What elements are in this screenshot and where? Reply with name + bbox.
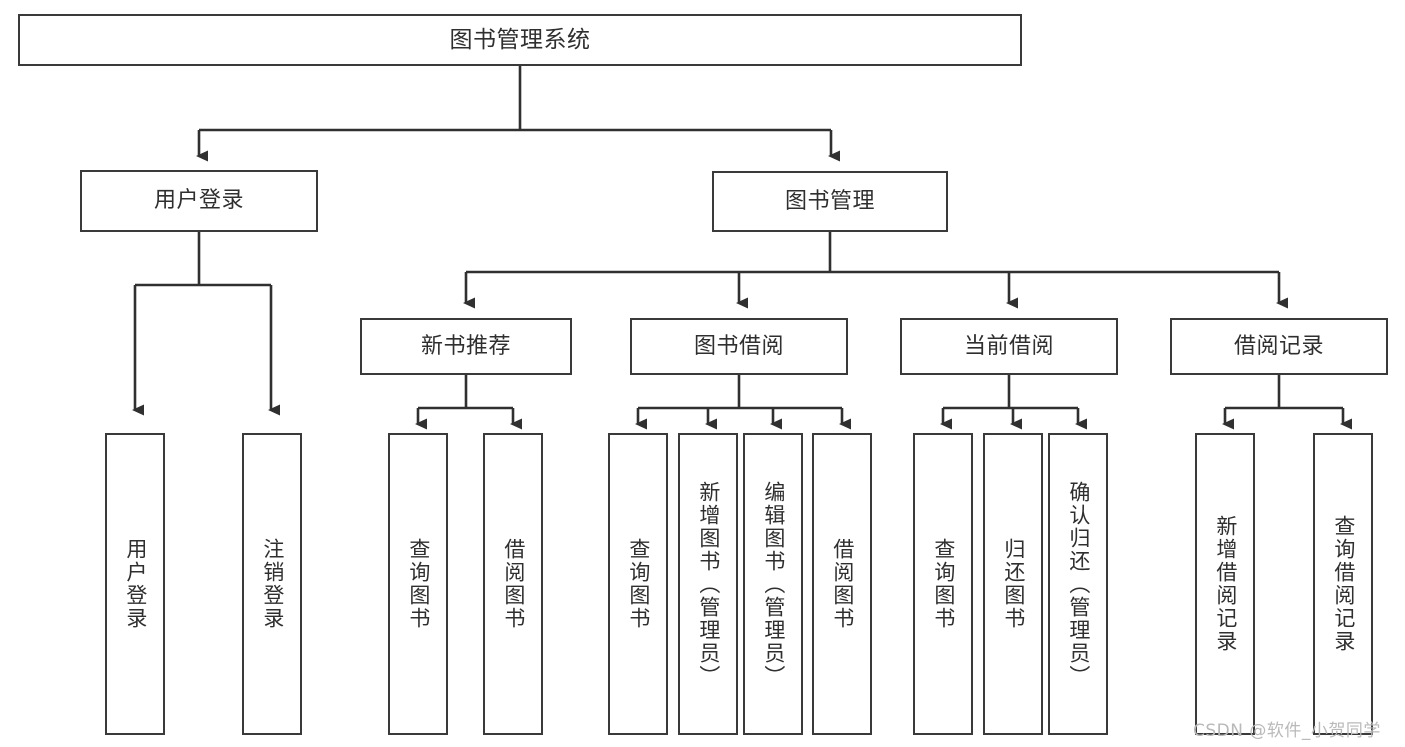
node-label: 查询借阅记录 [1331,515,1356,653]
leaf-edit-book[interactable]: 编辑图书（管理员） [743,433,803,735]
node-new-book-recommend[interactable]: 新书推荐 [360,318,572,375]
node-label: 用户登录 [123,538,148,630]
node-label: 图书借阅 [693,333,784,359]
leaf-logout[interactable]: 注销登录 [242,433,302,735]
node-label: 确认归还（管理员） [1066,480,1091,688]
leaf-confirm-return[interactable]: 确认归还（管理员） [1048,433,1108,735]
leaf-user-login[interactable]: 用户登录 [105,433,165,735]
node-borrow-record[interactable]: 借阅记录 [1170,318,1388,375]
node-label: 新增借阅记录 [1213,515,1238,653]
leaf-query-borrow-record[interactable]: 查询借阅记录 [1313,433,1373,735]
node-label: 查询图书 [931,538,956,630]
leaf-query-book-borrow[interactable]: 查询图书 [608,433,668,735]
node-label: 新增图书（管理员） [696,480,721,688]
leaf-query-book-recommend[interactable]: 查询图书 [388,433,448,735]
node-label: 借阅图书 [501,538,526,630]
node-book-borrow[interactable]: 图书借阅 [630,318,848,375]
node-current-borrow[interactable]: 当前借阅 [900,318,1118,375]
node-label: 编辑图书（管理员） [761,480,786,688]
leaf-borrow-book-recommend[interactable]: 借阅图书 [483,433,543,735]
leaf-add-book[interactable]: 新增图书（管理员） [678,433,738,735]
node-label: 图书管理系统 [449,26,591,53]
node-user-login[interactable]: 用户登录 [80,170,318,232]
node-label: 查询图书 [626,538,651,630]
node-label: 归还图书 [1001,538,1026,630]
leaf-query-book-current[interactable]: 查询图书 [913,433,973,735]
node-label: 借阅图书 [830,538,855,630]
node-label: 借阅记录 [1233,333,1324,359]
node-label: 新书推荐 [420,333,511,359]
leaf-return-book[interactable]: 归还图书 [983,433,1043,735]
node-label: 查询图书 [406,538,431,630]
node-label: 注销登录 [260,538,285,630]
node-label: 图书管理 [784,188,875,214]
leaf-borrow-book[interactable]: 借阅图书 [812,433,872,735]
node-label: 用户登录 [153,188,244,214]
node-book-management[interactable]: 图书管理 [712,171,948,232]
node-label: 当前借阅 [963,333,1054,359]
node-root-system[interactable]: 图书管理系统 [18,14,1022,66]
csdn-watermark: CSDN @软件_小贺同学 [1193,721,1381,741]
leaf-add-borrow-record[interactable]: 新增借阅记录 [1195,433,1255,735]
